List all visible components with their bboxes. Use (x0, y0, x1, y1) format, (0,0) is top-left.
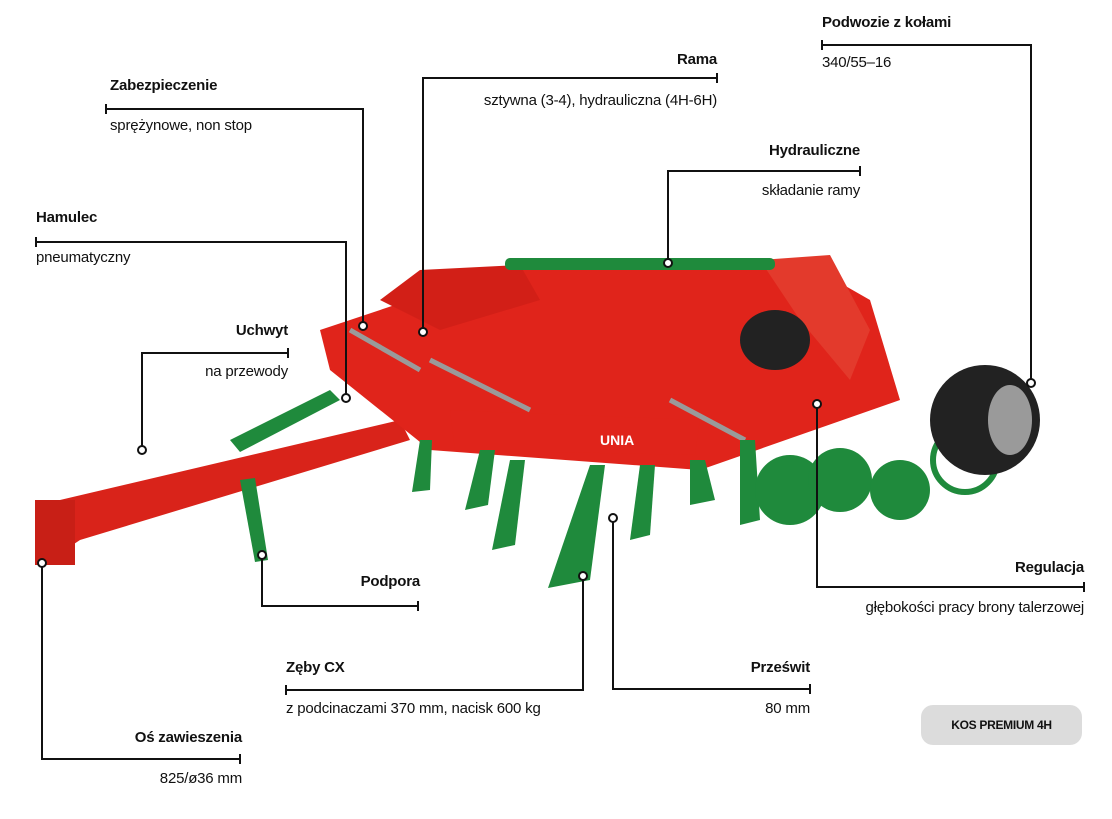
callout-uchwyt-value: na przewody (205, 363, 288, 380)
callout-zabezpieczenie-title: Zabezpieczenie (110, 77, 218, 94)
callout-podwozie-title: Podwozie z kołami (822, 14, 952, 31)
callout-uchwyt-title: Uchwyt (235, 322, 288, 339)
callout-podwozie-value: 340/55–16 (822, 54, 892, 71)
callout-podpora-title: Podpora (360, 573, 421, 590)
product-name-badge: KOS PREMIUM 4H (921, 705, 1082, 745)
callout-zeby-title: Zęby CX (286, 659, 345, 676)
callout-os-title: Oś zawieszenia (134, 729, 242, 746)
callout-rama-title: Rama (676, 51, 717, 68)
callout-rama-value: sztywna (3-4), hydrauliczna (4H-6H) (483, 92, 717, 109)
callout-regulacja-value: głębokości pracy brony talerzowej (865, 599, 1084, 616)
callout-hamulec-title: Hamulec (36, 209, 98, 226)
callout-dots (37, 258, 1036, 581)
callout-zabezpieczenie-value: sprężynowe, non stop (110, 117, 252, 134)
callout-zeby-value: z podcinaczami 370 mm, nacisk 600 kg (286, 700, 541, 717)
cultivator-machine: UNIA (35, 255, 1040, 588)
callout-hydrauliczne-value: składanie ramy (761, 182, 860, 199)
callout-przeswit-value: 80 mm (765, 700, 810, 717)
callout-hamulec-value: pneumatyczny (36, 249, 131, 266)
callout-os-value: 825/ø36 mm (159, 770, 242, 787)
leader-lines (35, 40, 1085, 764)
callout-regulacja-title: Regulacja (1014, 559, 1084, 576)
callout-przeswit-title: Prześwit (750, 659, 810, 676)
callout-hydrauliczne-title: Hydrauliczne (769, 142, 860, 159)
svg-text:UNIA: UNIA (600, 432, 634, 448)
